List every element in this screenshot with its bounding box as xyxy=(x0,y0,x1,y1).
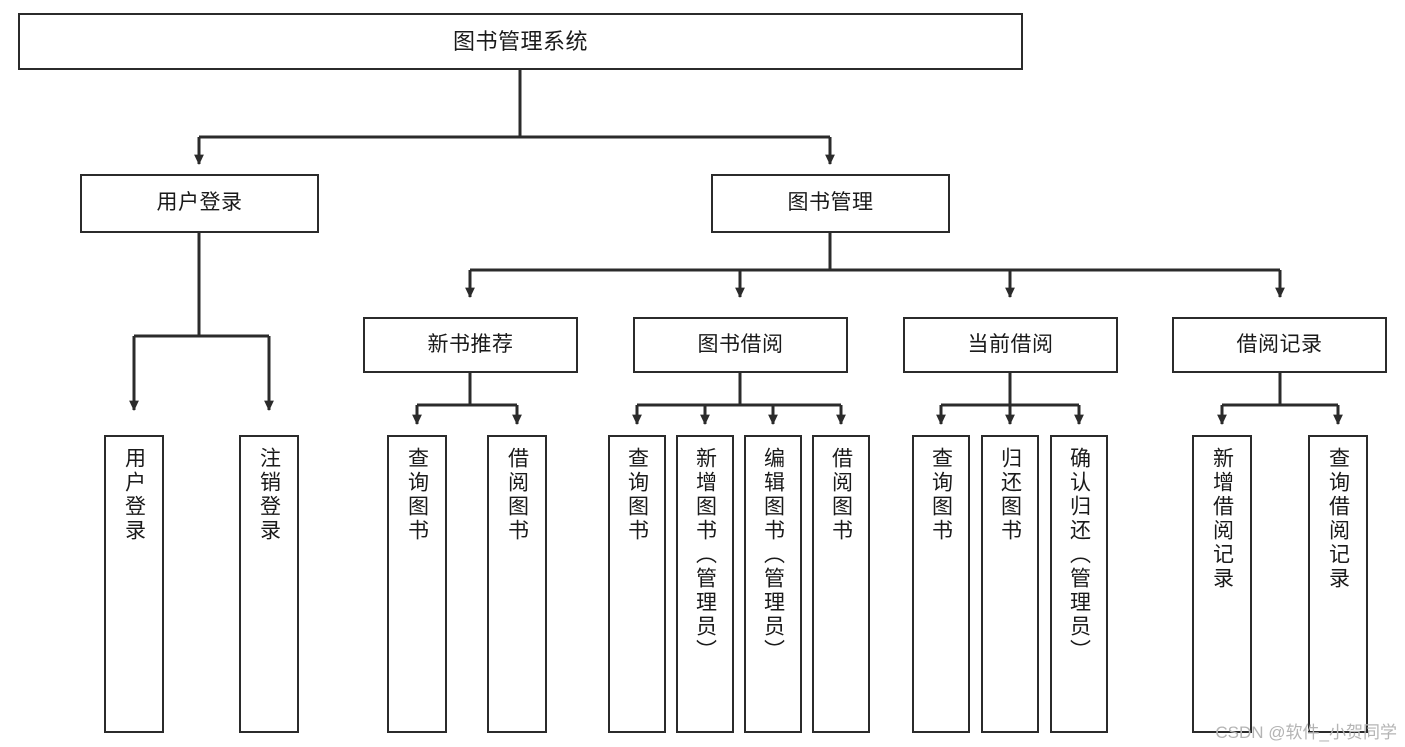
watermark-text: CSDN @软件_小贺同学 xyxy=(1215,723,1397,742)
node-borrow-record-label: 借阅记录 xyxy=(1236,332,1323,356)
node-user-login[interactable]: 用户登录 xyxy=(80,174,319,233)
node-leaf-borrow-query-label: 查询图书 xyxy=(625,447,649,543)
node-leaf-return-book-label: 归还图书 xyxy=(998,447,1022,543)
node-leaf-add-record-label: 新增借阅记录 xyxy=(1210,447,1234,591)
node-leaf-confirm-return-label: 确认归还（管理员） xyxy=(1067,447,1091,663)
node-root[interactable]: 图书管理系统 xyxy=(18,13,1023,70)
node-root-label: 图书管理系统 xyxy=(452,28,588,54)
node-new-book[interactable]: 新书推荐 xyxy=(363,317,578,373)
node-leaf-newbook-borrow[interactable]: 借阅图书 xyxy=(487,435,547,733)
node-leaf-borrow-book[interactable]: 借阅图书 xyxy=(812,435,870,733)
node-current-borrow[interactable]: 当前借阅 xyxy=(903,317,1118,373)
node-book-borrow-label: 图书借阅 xyxy=(697,332,784,356)
node-current-borrow-label: 当前借阅 xyxy=(967,332,1054,356)
node-borrow-record[interactable]: 借阅记录 xyxy=(1172,317,1387,373)
node-leaf-add-book[interactable]: 新增图书（管理员） xyxy=(676,435,734,733)
node-leaf-user-login-label: 用户登录 xyxy=(122,447,146,543)
node-leaf-borrow-query[interactable]: 查询图书 xyxy=(608,435,666,733)
node-book-manage[interactable]: 图书管理 xyxy=(711,174,950,233)
node-leaf-logout-label: 注销登录 xyxy=(257,447,281,543)
node-leaf-newbook-query[interactable]: 查询图书 xyxy=(387,435,447,733)
node-leaf-return-book[interactable]: 归还图书 xyxy=(981,435,1039,733)
node-leaf-current-query-label: 查询图书 xyxy=(929,447,953,543)
node-leaf-query-record-label: 查询借阅记录 xyxy=(1326,447,1350,591)
node-leaf-add-book-label: 新增图书（管理员） xyxy=(693,447,717,663)
node-leaf-user-login[interactable]: 用户登录 xyxy=(104,435,164,733)
node-new-book-label: 新书推荐 xyxy=(427,332,514,356)
node-book-borrow[interactable]: 图书借阅 xyxy=(633,317,848,373)
node-leaf-current-query[interactable]: 查询图书 xyxy=(912,435,970,733)
node-leaf-newbook-query-label: 查询图书 xyxy=(405,447,429,543)
node-leaf-logout[interactable]: 注销登录 xyxy=(239,435,299,733)
node-user-login-label: 用户登录 xyxy=(156,191,243,215)
node-book-manage-label: 图书管理 xyxy=(787,191,874,215)
node-leaf-query-record[interactable]: 查询借阅记录 xyxy=(1308,435,1368,733)
node-leaf-borrow-book-label: 借阅图书 xyxy=(829,447,853,543)
node-leaf-newbook-borrow-label: 借阅图书 xyxy=(505,447,529,543)
node-leaf-edit-book-label: 编辑图书（管理员） xyxy=(761,447,785,663)
node-leaf-confirm-return[interactable]: 确认归还（管理员） xyxy=(1050,435,1108,733)
node-leaf-add-record[interactable]: 新增借阅记录 xyxy=(1192,435,1252,733)
node-leaf-edit-book[interactable]: 编辑图书（管理员） xyxy=(744,435,802,733)
